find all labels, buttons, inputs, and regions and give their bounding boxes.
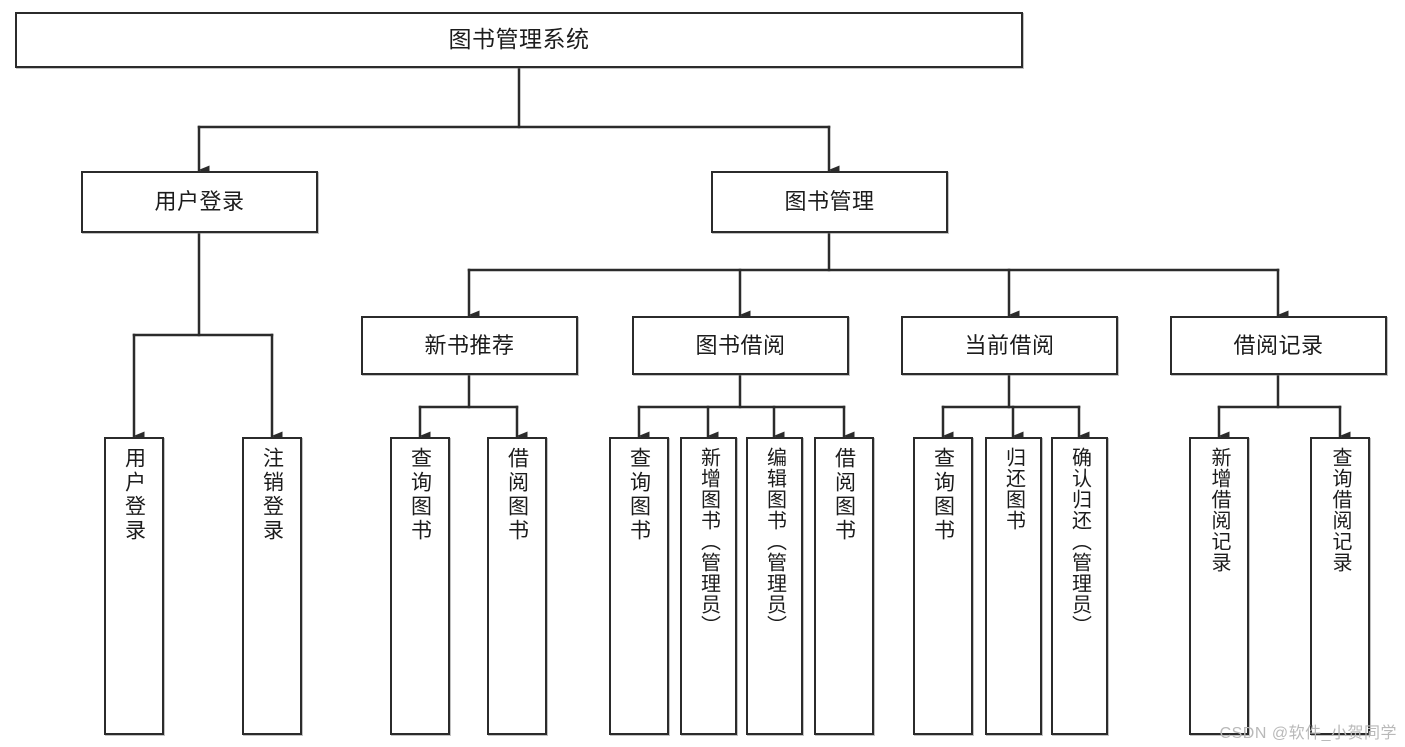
node-root-system[interactable]: 图书管理系统 (15, 12, 1023, 68)
node-label: 查询图书 (931, 447, 955, 543)
node-label: 编辑图书（管理员） (763, 447, 786, 636)
node-label: 新书推荐 (424, 332, 515, 358)
node-label: 图书管理 (784, 189, 875, 215)
node-book-management[interactable]: 图书管理 (711, 171, 948, 233)
node-label: 注销登录 (260, 447, 284, 543)
node-book-borrow[interactable]: 图书借阅 (632, 316, 849, 375)
node-label: 图书借阅 (695, 332, 786, 358)
node-leaf-return-book[interactable]: 归还图书 (985, 437, 1042, 735)
node-leaf-borrow-borrow-book[interactable]: 借阅图书 (814, 437, 874, 735)
node-label: 借阅记录 (1233, 332, 1324, 358)
watermark-text: CSDN @软件_小贺同学 (1219, 725, 1397, 742)
node-label: 用户登录 (122, 447, 146, 543)
node-label: 查询图书 (408, 447, 432, 543)
node-user-login[interactable]: 用户登录 (81, 171, 318, 233)
node-leaf-cur-query-book[interactable]: 查询图书 (913, 437, 973, 735)
node-label: 借阅图书 (832, 447, 856, 543)
node-leaf-rec-query-book[interactable]: 查询图书 (390, 437, 450, 735)
node-borrow-record[interactable]: 借阅记录 (1170, 316, 1387, 375)
node-leaf-edit-book-admin[interactable]: 编辑图书（管理员） (746, 437, 803, 735)
node-label: 查询借阅记录 (1329, 447, 1351, 573)
node-leaf-add-borrow-record[interactable]: 新增借阅记录 (1189, 437, 1249, 735)
node-current-borrow[interactable]: 当前借阅 (901, 316, 1118, 375)
node-leaf-query-borrow-record[interactable]: 查询借阅记录 (1310, 437, 1370, 735)
node-label: 新增图书（管理员） (697, 447, 720, 636)
node-label: 归还图书 (1002, 447, 1025, 531)
connector-group-root (132, 66, 1351, 441)
node-label: 借阅图书 (505, 447, 529, 543)
node-leaf-confirm-return-admin[interactable]: 确认归还（管理员） (1051, 437, 1108, 735)
node-label: 用户登录 (154, 189, 245, 215)
node-leaf-logout[interactable]: 注销登录 (242, 437, 302, 735)
node-leaf-rec-borrow-book[interactable]: 借阅图书 (487, 437, 547, 735)
node-leaf-user-login[interactable]: 用户登录 (104, 437, 164, 735)
node-label: 查询图书 (627, 447, 651, 543)
node-leaf-borrow-query-book[interactable]: 查询图书 (609, 437, 669, 735)
node-leaf-add-book-admin[interactable]: 新增图书（管理员） (680, 437, 737, 735)
node-label: 确认归还（管理员） (1068, 447, 1091, 636)
node-label: 图书管理系统 (448, 26, 590, 53)
node-label: 当前借阅 (964, 332, 1055, 358)
node-label: 新增借阅记录 (1208, 447, 1230, 573)
node-new-book-recommend[interactable]: 新书推荐 (361, 316, 578, 375)
